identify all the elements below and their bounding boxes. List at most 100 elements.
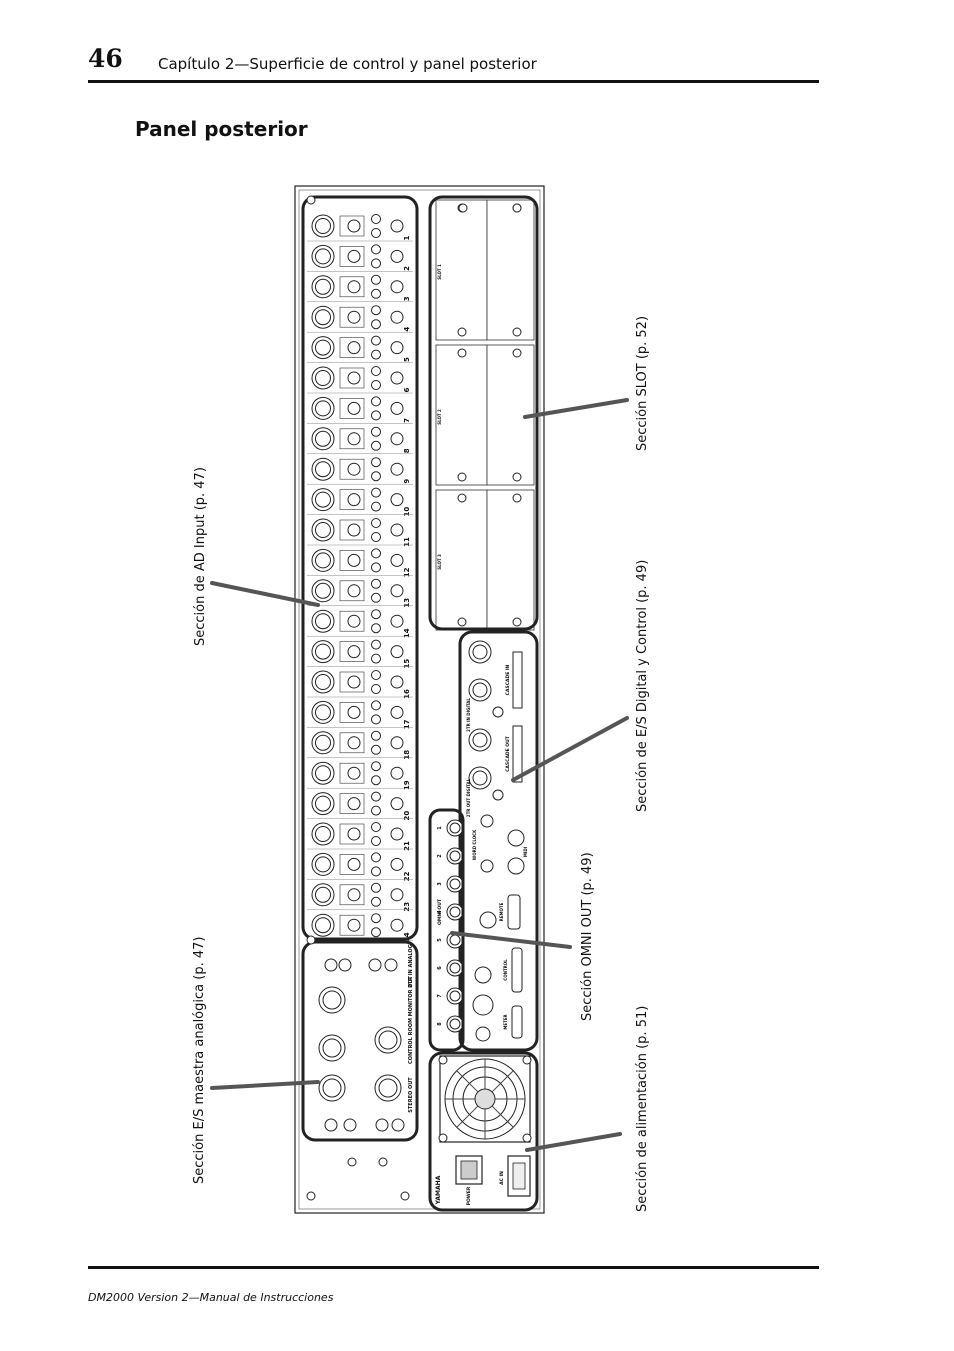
omni-out-outline: [428, 808, 465, 1052]
stereo-out-label: STEREO OUT: [408, 1077, 414, 1113]
insert-in-jack: [371, 623, 381, 634]
insert-out-jack: [371, 396, 381, 407]
phone-input-jack: [390, 341, 404, 355]
omni-channel-number: 7: [437, 994, 443, 998]
two-tr-in-label: 2TR IN ANALOG: [408, 944, 414, 988]
insert-in-jack: [371, 866, 381, 877]
callout-power: Sección de alimentación (p. 51): [635, 1005, 650, 1212]
callout-digital-control: Sección de E/S Digital y Control (p. 49): [635, 559, 650, 812]
omni-channel-number: 2: [437, 854, 443, 858]
xlr-input-jack-inner: [315, 370, 331, 386]
phone-input-jack: [390, 857, 404, 871]
power-outline: [428, 1051, 539, 1212]
insert-out-jack: [371, 335, 381, 346]
trs-insert-jack: [347, 341, 361, 355]
fan-hub: [474, 1088, 496, 1110]
trs-jack: [338, 958, 352, 972]
omni-xlr-jack-inner: [449, 990, 461, 1002]
channel-number: 15: [403, 659, 411, 669]
phone-input-jack: [390, 553, 404, 567]
trs-insert-jack: [347, 797, 361, 811]
footer-text: DM2000 Version 2—Manual de Instrucciones: [88, 1291, 334, 1304]
xlr-input-jack-inner: [315, 582, 331, 599]
phone-input-jack: [390, 705, 404, 719]
aes-xlr-jack-inner: [472, 732, 488, 748]
word-clock-label: WORD CLOCK: [472, 829, 477, 860]
insert-out-jack: [371, 487, 381, 498]
leader-analog-master: [210, 1080, 320, 1090]
phone-input-jack: [390, 310, 404, 324]
fan-spoke: [491, 1105, 514, 1128]
two-tr-in-digital-label: 2TR IN DIGITAL: [466, 698, 471, 732]
insert-in-jack: [371, 836, 381, 846]
insert-out-jack: [371, 244, 381, 255]
channel-number: 8: [403, 448, 411, 453]
midi-jack: [507, 857, 525, 875]
aes-xlr-jack-inner: [472, 770, 488, 786]
xlr-input-jack-inner: [315, 461, 331, 478]
omni-out-label: OMNI OUT: [437, 898, 443, 925]
fan-spoke: [491, 1070, 514, 1093]
slot-screw: [457, 348, 467, 358]
omni-channel-number: 4: [437, 910, 443, 914]
slot-label: SLOT 3: [437, 554, 442, 570]
insert-in-jack: [371, 927, 381, 938]
word-clock-jack: [480, 859, 494, 873]
channel-number: 24: [403, 932, 411, 942]
slot-screw: [457, 617, 467, 627]
xlr-input-jack-inner: [315, 765, 331, 782]
coaxial-jack: [492, 789, 504, 801]
phone-input-jack: [390, 432, 404, 446]
xlr-input-jack-inner: [315, 339, 331, 356]
omni-channel-number: 3: [437, 882, 443, 886]
trs-jack: [324, 958, 338, 972]
slot-cover-left: [435, 344, 488, 486]
xlr-input-jack-inner: [315, 278, 331, 295]
fan-screw: [438, 1055, 448, 1065]
xlr-jack: [472, 994, 494, 1016]
channel-number: 5: [403, 357, 411, 362]
xlr-input-jack-inner: [315, 430, 331, 447]
insert-in-jack: [371, 805, 381, 816]
trs-insert-jack: [347, 310, 361, 324]
xlr-output-jack-inner: [322, 990, 342, 1010]
omni-channel-number: 8: [437, 1022, 443, 1026]
cascade-in-connector: [512, 651, 523, 709]
trs-insert-jack: [347, 401, 361, 415]
insert-in-jack: [371, 896, 381, 907]
xlr-input-jack-inner: [315, 856, 331, 873]
insert-out-jack: [371, 366, 381, 376]
leader-ad-input: [210, 581, 320, 607]
insert-in-jack: [371, 258, 381, 269]
xlr-input-jack-inner: [315, 795, 331, 812]
footer-rule: [88, 1266, 819, 1269]
rack-screw: [306, 935, 316, 945]
slot-cover-left: [435, 489, 488, 631]
slot-cover-right: [486, 199, 535, 341]
omni-xlr-jack-inner: [449, 906, 461, 918]
digital-control-outline: [458, 630, 539, 1052]
insert-out-jack: [371, 700, 381, 711]
xlr-input-jack-inner: [315, 309, 331, 326]
rack-screw: [306, 1191, 316, 1201]
slot-cover-right: [486, 489, 535, 631]
midi-jack: [507, 829, 525, 847]
leader-power: [525, 1132, 622, 1152]
xlr-output-jack-inner: [322, 1078, 342, 1098]
insert-out-jack: [371, 609, 381, 620]
insert-out-jack: [371, 670, 381, 680]
phone-input-jack: [390, 280, 404, 294]
channel-number: 12: [403, 567, 411, 577]
remote-connector: [507, 894, 521, 930]
insert-in-jack: [371, 471, 381, 482]
rack-screw: [458, 203, 468, 213]
xlr-input-jack-inner: [315, 734, 331, 751]
leader-omni-out: [450, 931, 572, 949]
rack-screw: [347, 1157, 357, 1167]
trs-insert-jack: [347, 888, 361, 902]
trs-insert-jack: [347, 493, 361, 507]
trs-insert-jack: [347, 523, 361, 537]
